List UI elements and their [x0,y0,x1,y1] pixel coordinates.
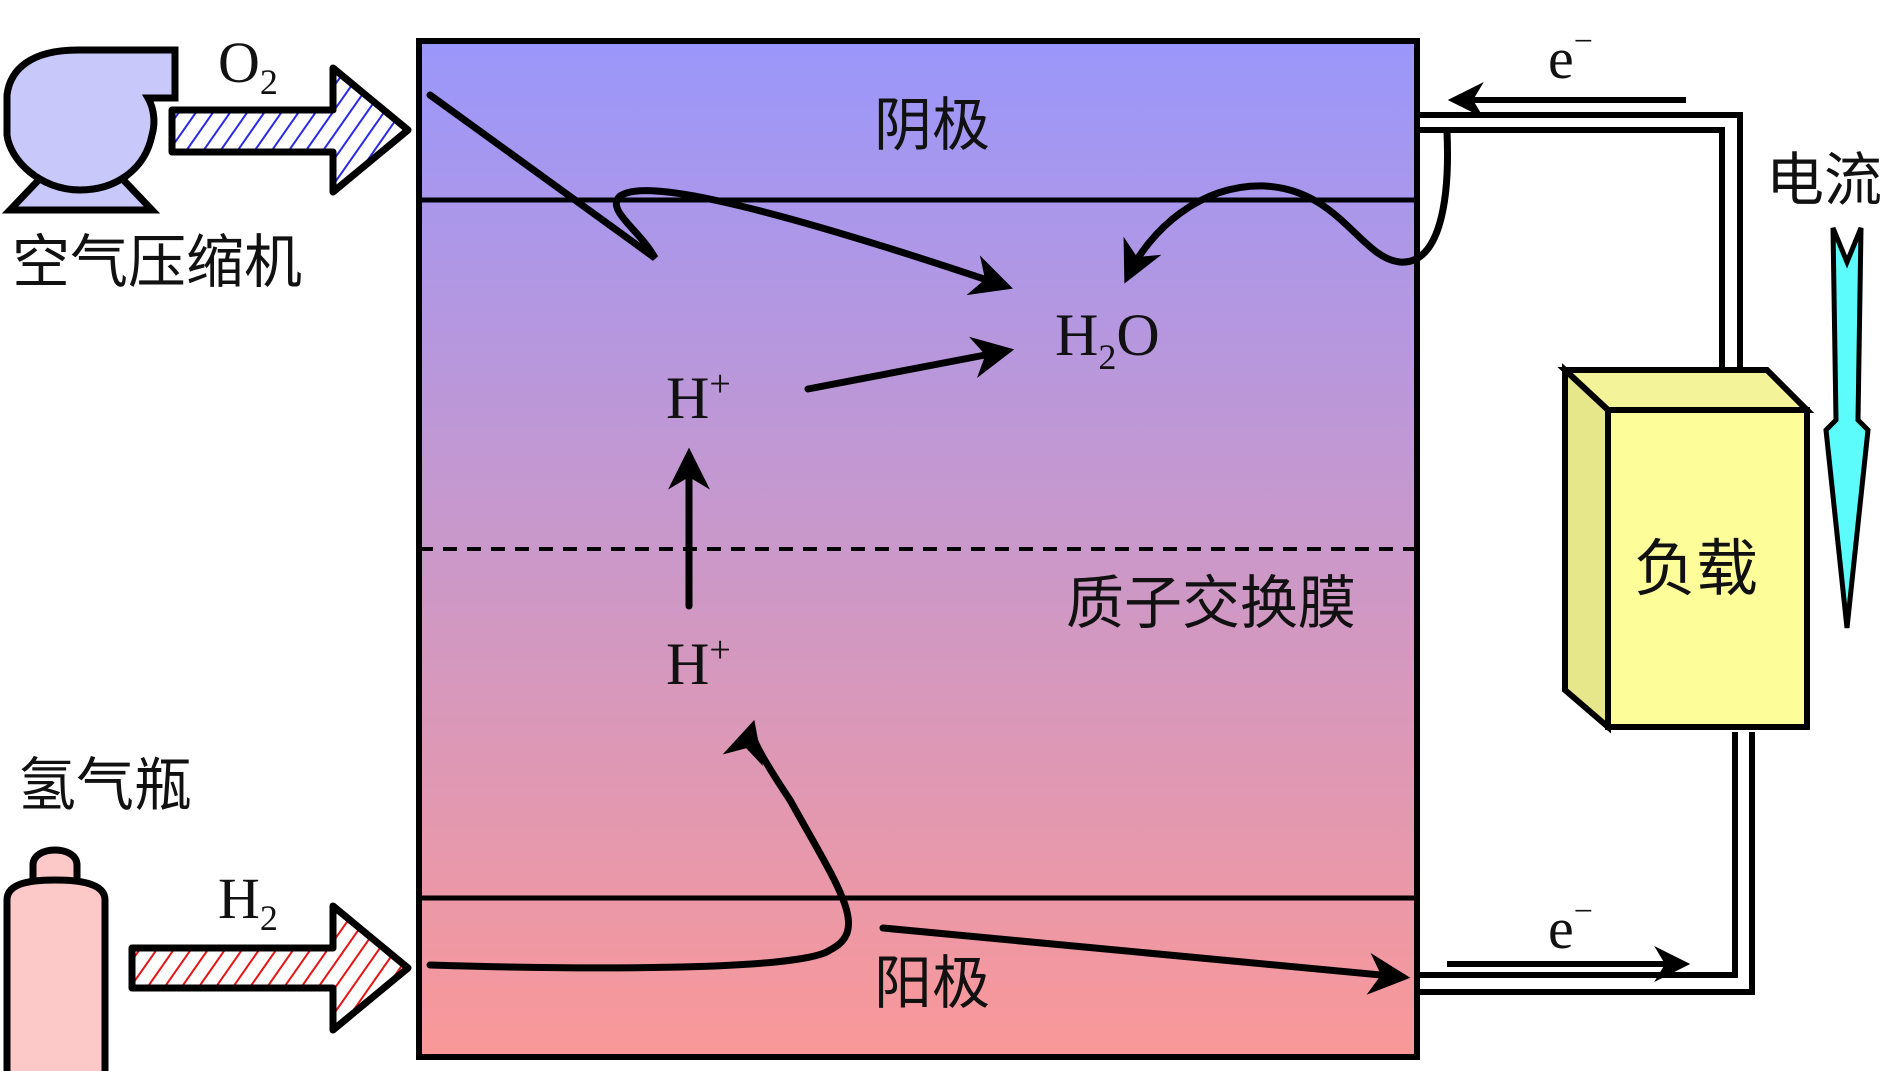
oxygen-sub: 2 [260,62,278,102]
load-box [1557,363,1815,734]
electron-bottom-label: e− [1548,893,1593,961]
tank-body [3,876,109,1071]
proton-upper-h: H [666,365,709,431]
proton-to-water-arrow [804,336,1015,393]
electron-top-label: e− [1548,23,1593,91]
electron-top-e: e [1548,26,1574,91]
proton-lower-h: H [666,631,709,697]
air-compressor-icon [1,46,179,214]
oxygen-arrow-shape [168,64,412,196]
electron-top-minus: − [1574,23,1593,60]
oxygen-label: O2 [218,30,278,102]
proton-upper-plus: + [709,363,730,405]
tank-valve [29,846,81,886]
top-wire-inner [1417,127,1725,370]
compressor-body [3,46,179,194]
hydrogen-path-arrow [426,719,853,972]
bottom-wire-outer [1417,732,1755,995]
compressor-label: 空气压缩机 [12,228,302,296]
electron-to-water-arrow [1123,128,1451,284]
hydrogen-tank-label: 氢气瓶 [18,751,192,819]
external-circuit [1417,112,1755,995]
hydrogen-input-arrow [128,902,412,1034]
electron-bottom-e: e [1548,896,1574,961]
proton-lower-label: H+ [666,629,731,697]
oxygen-path-arrow [426,91,1013,296]
water-h: H [1055,302,1098,368]
load-label: 负载 [1634,532,1758,605]
hydrogen-h: H [218,866,260,931]
oxygen-o: O [218,30,260,95]
membrane-label: 质子交换膜 [1066,569,1356,637]
electron-bottom-minus: − [1574,893,1593,930]
water-sub: 2 [1098,337,1116,377]
anode-label: 阳极 [874,949,990,1017]
anode-electron-arrow [879,924,1411,995]
load-side-face [1562,363,1611,734]
top-wire-outer [1417,112,1743,370]
hydrogen-sub: 2 [260,898,278,938]
proton-lower-plus: + [709,629,730,671]
bottom-wire-inner [1417,732,1738,978]
hydrogen-label: H2 [218,866,278,938]
oxygen-input-arrow [168,64,412,196]
cell-arrows [426,91,1451,995]
water-o: O [1116,302,1159,368]
load-front-face [1605,407,1810,730]
current-label: 电流 [1766,146,1882,214]
hydrogen-arrow-shape [128,902,412,1034]
proton-upper-label: H+ [666,363,731,431]
current-arrow-shape [1823,227,1871,629]
hydrogen-tank-icon [3,846,109,1071]
current-arrow [1823,227,1871,629]
cathode-label: 阴极 [874,91,990,159]
water-label: H2O [1055,302,1160,377]
